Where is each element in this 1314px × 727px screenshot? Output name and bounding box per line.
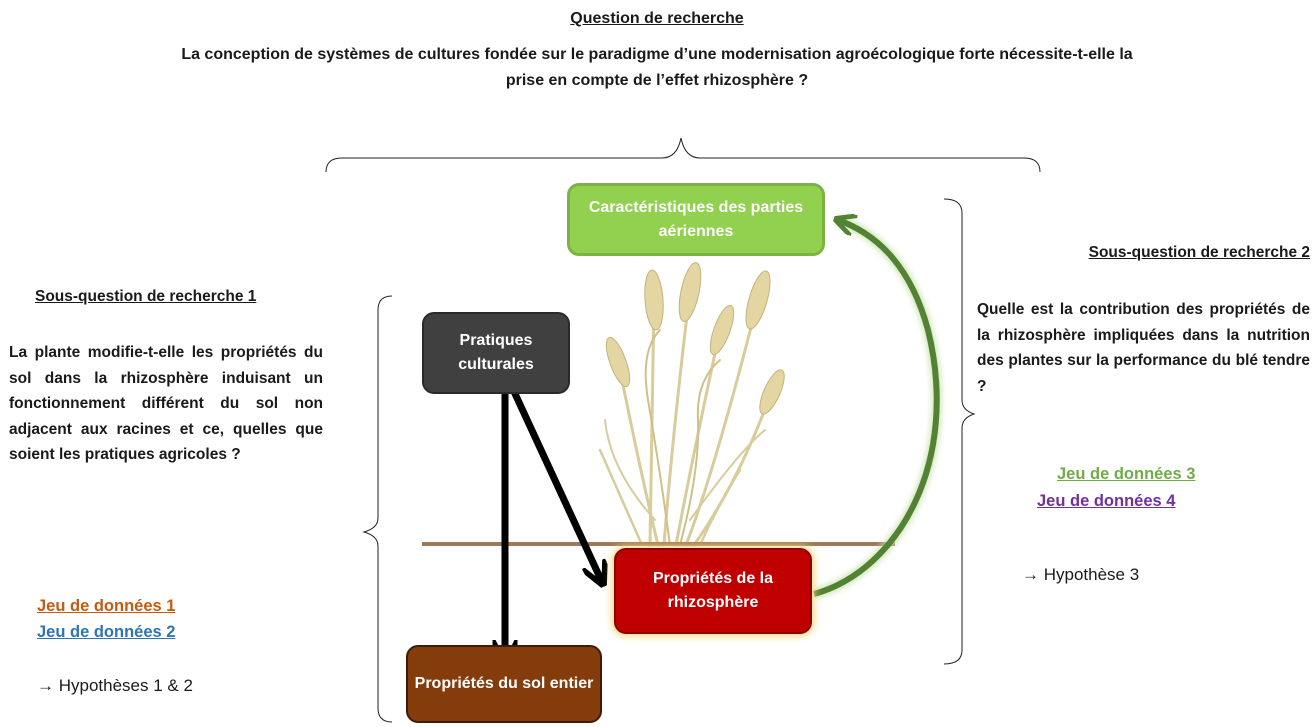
- feedback-arrow: [813, 220, 940, 597]
- left-brace: [362, 295, 393, 723]
- cultural-practices-label: Pratiques culturales: [458, 332, 534, 373]
- bulk-soil-properties-box: Propriétés du sol entier: [406, 645, 602, 723]
- cultural-practices-box: Pratiques culturales: [422, 312, 570, 394]
- feedback-arrow-glow: [812, 215, 942, 599]
- dataset-3-label: Jeu de données 3: [1057, 465, 1196, 483]
- hypotheses-1-2-label: → Hypothèses 1 & 2: [37, 676, 193, 695]
- rhizosphere-properties-box: Propriétés de la rhizosphère: [614, 548, 812, 634]
- hypothesis-3-label: → Hypothèse 3: [1022, 565, 1140, 584]
- rhizosphere-properties-label: Propriétés de la rhizosphère: [652, 570, 774, 611]
- dataset-2-label: Jeu de données 2: [37, 623, 176, 641]
- wheat-plant-illustration: [598, 262, 785, 547]
- subquestion-2-text: Quelle est la contribution des propriété…: [977, 301, 1310, 395]
- aerial-characteristics-label: Caractéristiques des parties aériennes: [588, 198, 804, 240]
- aerial-characteristics-box: Caractéristiques des parties aériennes: [567, 183, 825, 256]
- arrow-practices-to-rhizosphere: [501, 370, 602, 582]
- research-question-heading: Question de recherche: [570, 10, 744, 27]
- top-brace: [325, 137, 1041, 173]
- right-brace: [943, 198, 976, 665]
- research-question-text: La conception de systèmes de cultures fo…: [181, 46, 1133, 89]
- subquestion-1-heading: Sous-question de recherche 1: [35, 288, 257, 305]
- dataset-1-label: Jeu de données 1: [37, 597, 176, 615]
- dataset-4-label: Jeu de données 4: [1037, 492, 1176, 510]
- bulk-soil-properties-label: Propriétés du sol entier: [414, 675, 594, 692]
- subquestion-2-heading: Sous-question de recherche 2: [1088, 244, 1310, 261]
- subquestion-1-text: La plante modifie-t-elle les propriétés …: [9, 344, 323, 463]
